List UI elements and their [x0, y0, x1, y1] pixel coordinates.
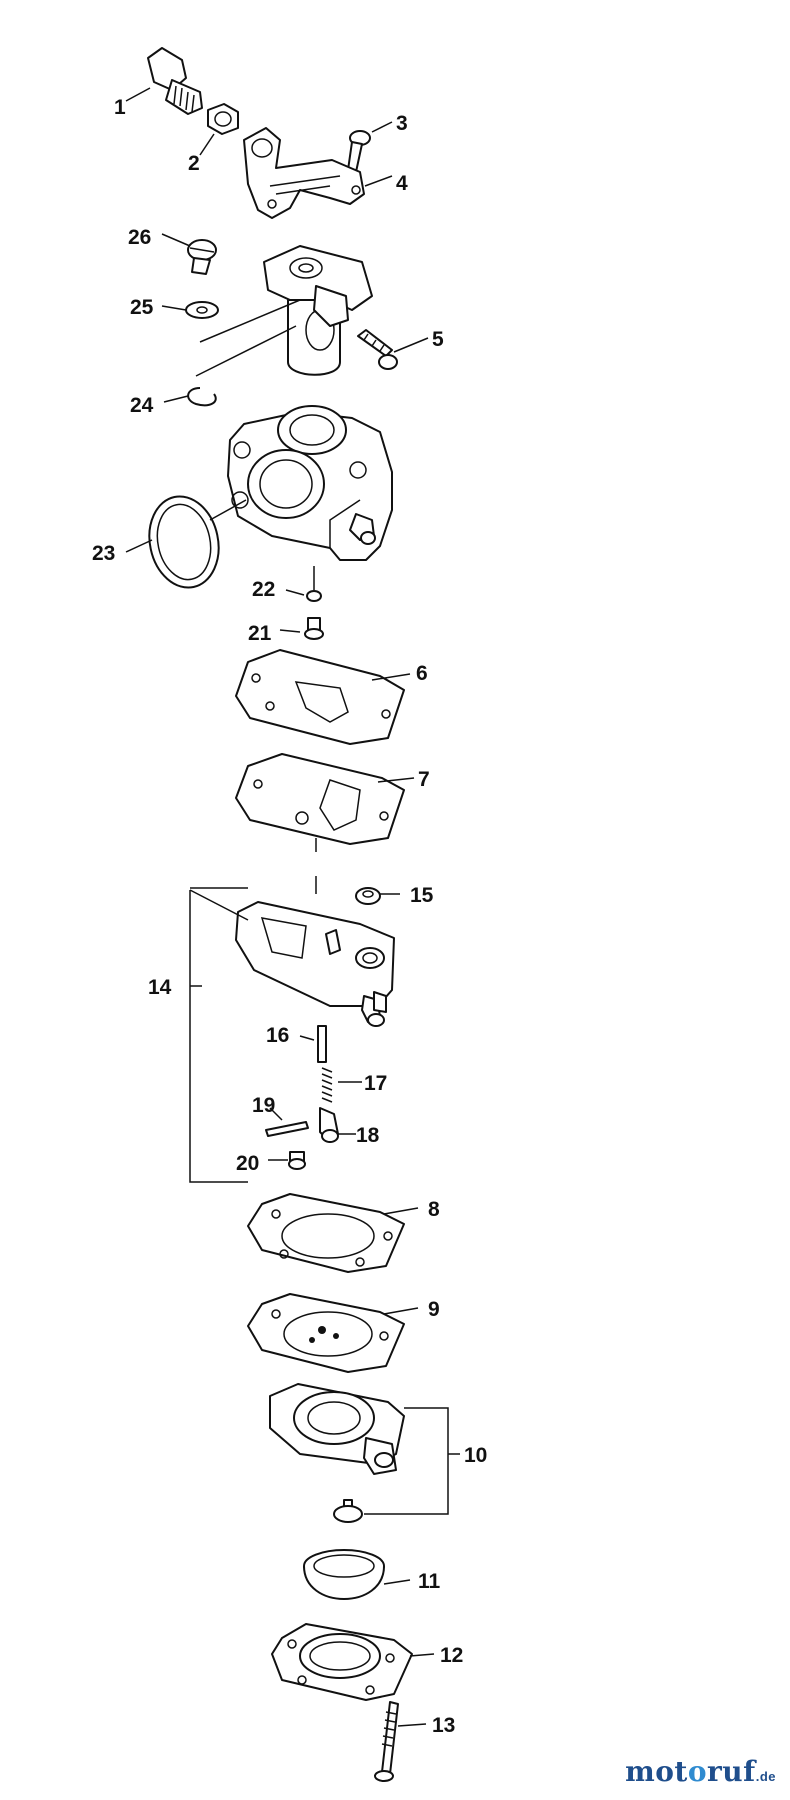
callout-6: 6	[416, 662, 428, 685]
callout-5: 5	[432, 328, 444, 351]
part-3-screw	[347, 121, 393, 173]
part-16-needle	[299, 1025, 327, 1063]
callout-25: 25	[130, 296, 154, 319]
part-21-plug	[279, 617, 324, 640]
callout-10: 10	[464, 1444, 487, 1467]
part-18-lever	[319, 1107, 356, 1143]
part-6-gasket	[235, 649, 411, 745]
callout-9: 9	[428, 1298, 440, 1321]
part-24-clip	[163, 387, 217, 407]
callout-4: 4	[396, 172, 408, 195]
carburetor-body	[227, 405, 393, 561]
part-15-cap	[355, 887, 400, 905]
part-19-pin	[265, 1107, 309, 1137]
callout-20: 20	[236, 1152, 259, 1175]
callout-17: 17	[364, 1072, 387, 1095]
throttle-valve-assembly	[195, 245, 373, 377]
part-9-diaphragm	[247, 1293, 419, 1373]
part-2-nut	[199, 103, 239, 156]
part-11-primer-bulb	[303, 1549, 411, 1600]
callout-14: 14	[148, 976, 172, 999]
callout-11: 11	[418, 1570, 441, 1593]
callout-8: 8	[428, 1198, 440, 1221]
callout-13: 13	[432, 1714, 455, 1737]
callout-12: 12	[440, 1644, 463, 1667]
part-17-spring	[321, 1067, 362, 1103]
part-7-gasket	[235, 753, 415, 852]
part-22-o-ring	[285, 566, 322, 602]
callout-18: 18	[356, 1124, 380, 1147]
part-5-screw	[357, 329, 429, 370]
part-1-adjusting-screw	[125, 47, 203, 115]
part-12-plate	[271, 1623, 435, 1701]
logo-text-start: mot	[625, 1755, 688, 1788]
logo-domain: .de	[755, 1769, 776, 1784]
callout-19: 19	[252, 1094, 275, 1117]
callout-26: 26	[128, 226, 151, 249]
part-8-gasket	[247, 1193, 419, 1273]
callout-15: 15	[410, 884, 434, 907]
part-20-screw	[268, 1151, 306, 1170]
part-25-washer	[161, 301, 219, 319]
callout-2: 2	[188, 152, 200, 175]
part-10-cover	[269, 1383, 460, 1523]
part-13-screw	[374, 1701, 427, 1782]
callout-22: 22	[252, 578, 275, 601]
callout-7: 7	[418, 768, 430, 791]
part-14-pump-body	[189, 876, 395, 1183]
part-26-screw	[161, 233, 217, 275]
callout-1: 1	[114, 96, 126, 119]
part-23-gasket-ring	[125, 495, 247, 589]
callout-3: 3	[396, 112, 408, 135]
callout-24: 24	[130, 394, 154, 417]
callout-23: 23	[92, 542, 115, 565]
callout-21: 21	[248, 622, 272, 645]
brand-logo: motoruf.de	[625, 1755, 776, 1788]
callout-16: 16	[266, 1024, 289, 1047]
part-4-bracket	[243, 127, 393, 219]
logo-text-end: ruf	[707, 1755, 756, 1788]
logo-text-o: o	[687, 1755, 708, 1788]
